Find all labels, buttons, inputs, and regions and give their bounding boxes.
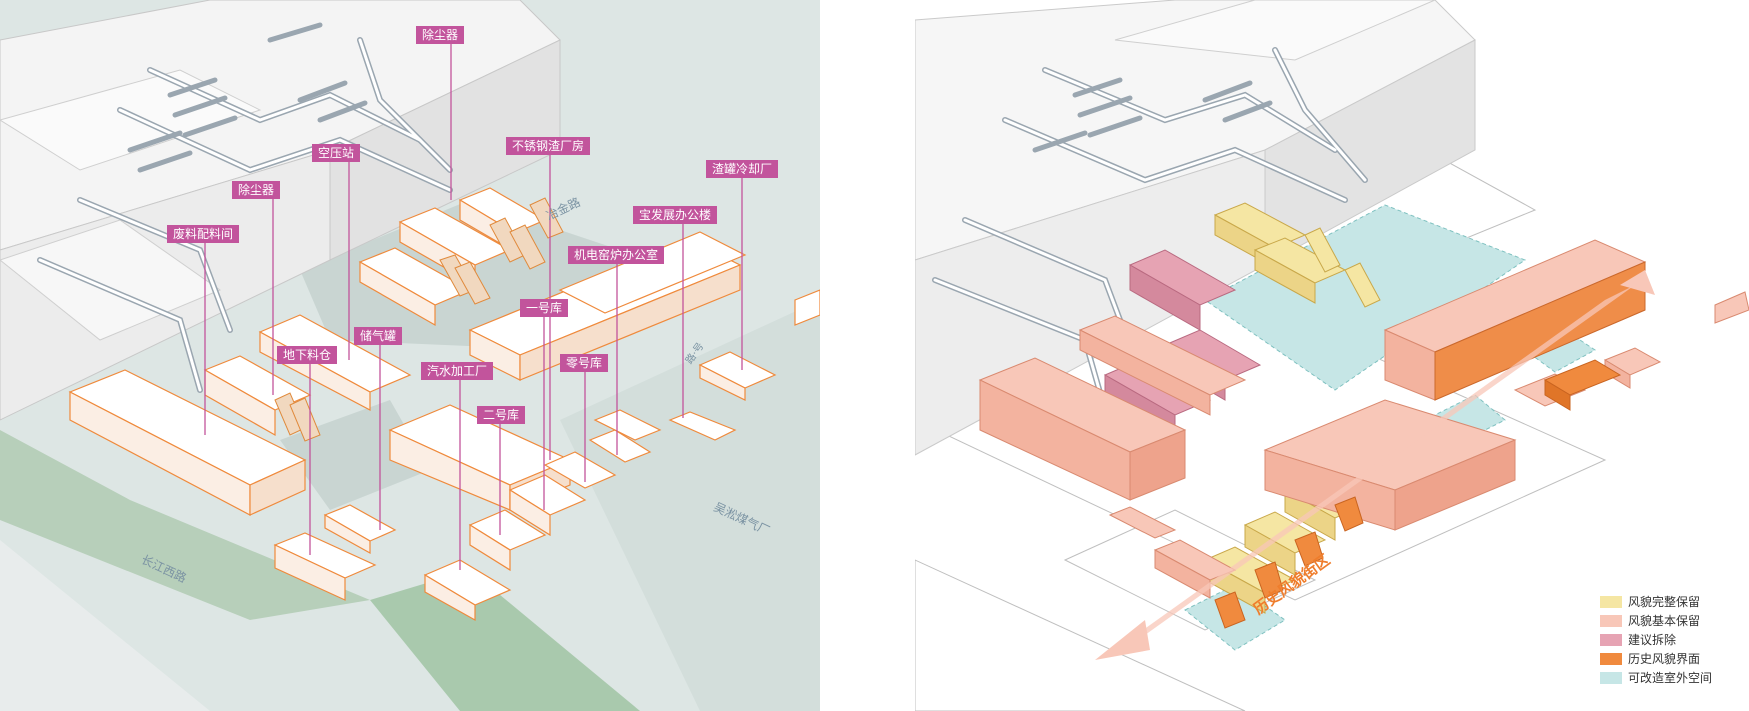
label-warehouse-1: 一号库 [520,299,569,317]
label-dust-collector-2: 除尘器 [232,181,281,199]
label-warehouse-2: 二号库 [477,406,526,424]
label-compressor-station: 空压站 [312,144,361,162]
legend-label: 风貌基本保留 [1628,614,1701,628]
label-baofa-office: 宝发展办公楼 [633,206,718,224]
green-belt [0,430,370,620]
legend-label: 历史风貌界面 [1628,652,1701,666]
legend-item: 风貌完整保留 [1600,592,1712,611]
green-belt [370,570,640,711]
legend-item: 建议拆除 [1600,630,1712,649]
legend: 风貌完整保留 风貌基本保留 建议拆除 历史风貌界面 可改造室外空间 [1600,592,1712,687]
label-waste-batching-room: 废料配料间 [167,225,240,243]
legend-swatch-historic-frontage [1600,652,1622,665]
legend-item: 历史风貌界面 [1600,649,1712,668]
legend-swatch-outdoor-space [1600,671,1622,684]
legend-label: 建议拆除 [1628,633,1677,647]
legend-swatch-demolish [1600,633,1622,646]
label-gas-tank: 储气罐 [354,327,403,345]
right-map-panel: 历史风貌街区 [915,0,1749,711]
legend-label: 可改造室外空间 [1628,671,1713,685]
legend-swatch-basic-preserve [1600,614,1622,627]
left-map-panel: 除尘器 空压站 除尘器 不锈钢渣厂房 渣罐冷却厂 宝发展办公楼 机电窑炉办公室 … [0,0,820,711]
legend-item: 可改造室外空间 [1600,668,1712,687]
label-dust-collector-1: 除尘器 [416,26,465,44]
legend-swatch-full-preserve [1600,595,1622,608]
legend-item: 风貌基本保留 [1600,611,1712,630]
label-underground-silo: 地下料仓 [277,346,338,364]
label-warehouse-0: 零号库 [560,354,609,372]
label-auto-processing-plant: 汽水加工厂 [421,362,494,380]
legend-label: 风貌完整保留 [1628,595,1701,609]
label-electro-kiln-office: 机电窑炉办公室 [568,246,665,264]
label-stainless-slag-plant: 不锈钢渣厂房 [506,137,591,155]
right-axonometric-drawing [915,0,1749,711]
label-slag-tank-cooling-plant: 渣罐冷却厂 [706,160,779,178]
left-axonometric-drawing [0,0,820,711]
